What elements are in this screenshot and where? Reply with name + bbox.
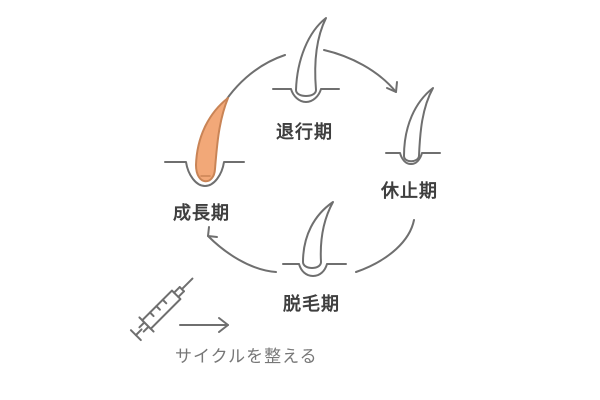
hair-shedding-icon xyxy=(282,201,347,277)
hair-growth-icon xyxy=(164,97,245,187)
syringe-icon xyxy=(129,277,194,342)
cycle-arc-regression-to-rest xyxy=(323,49,397,93)
hair-rest-icon xyxy=(385,87,441,165)
cycle-arc-rest-to-shedding xyxy=(355,219,415,273)
phase-label-regression: 退行期 xyxy=(276,122,333,143)
cycle-arc-shedding-to-growth xyxy=(207,235,277,273)
phase-label-rest: 休止期 xyxy=(381,181,438,202)
cycle-arrowhead-growth xyxy=(207,226,218,238)
caption-adjust-cycle: サイクルを整える xyxy=(175,347,318,367)
phase-label-shedding: 脱毛期 xyxy=(283,294,340,315)
arrow-right-icon xyxy=(179,317,229,333)
phase-label-growth: 成長期 xyxy=(173,203,230,224)
hair-regression-icon xyxy=(272,17,340,103)
cycle-arc-growth-to-regression xyxy=(215,54,286,118)
cycle-arrowhead-rest xyxy=(386,81,398,93)
